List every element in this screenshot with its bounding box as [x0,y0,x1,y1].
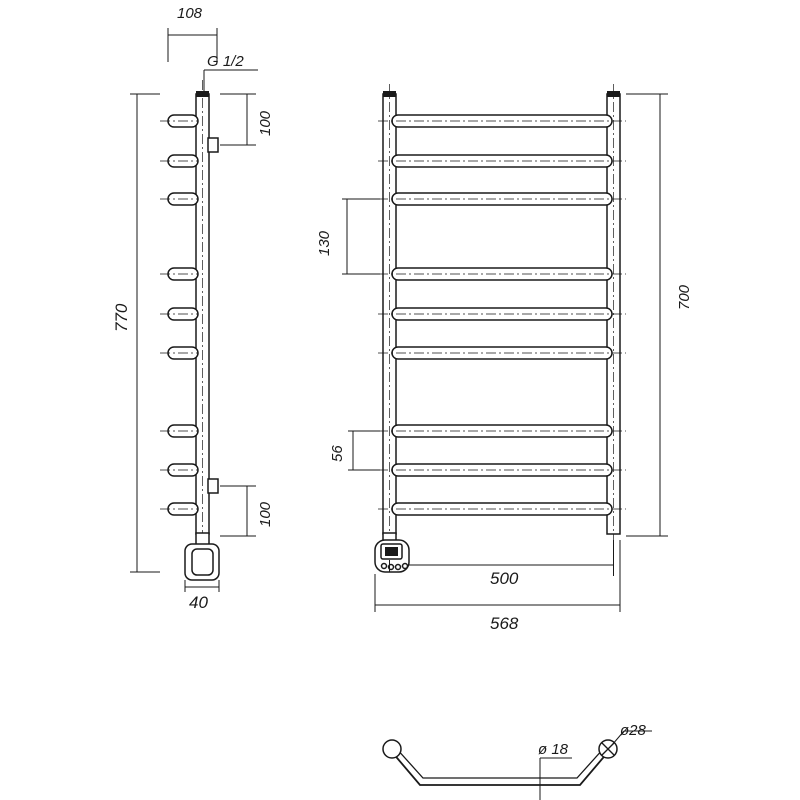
spacing-bottom-label: 56 [329,445,346,462]
top-offset-label: 100 [257,110,274,136]
thread-label: G 1/2 [207,53,244,70]
side-rails [160,114,199,516]
top-view: ø 18 ø28 [382,722,652,800]
side-height-label: 770 [112,303,131,332]
top-left-post [382,739,402,759]
front-height-label: 700 [676,284,693,310]
top-rail-outer [391,751,609,786]
front-view: 130 56 700 500 568 [316,84,693,633]
side-heater-face [191,548,214,576]
bottom-offset-label: 100 [257,501,274,527]
side-view: 108 G 1/2 100 100 770 [112,5,274,612]
side-heater-neck [195,532,210,546]
heater-display-screen [385,547,398,556]
front-rails [378,114,626,516]
side-top-fitting [207,137,219,153]
heater-button [401,562,409,570]
top-rail-inner [395,747,605,779]
center-width-label: 500 [490,569,519,588]
spacing-top-label: 130 [316,230,333,256]
total-width-label: 568 [490,614,519,633]
heater-button [394,563,402,571]
post-diameter-label: ø28 [620,722,647,739]
side-width-label: 108 [177,5,203,22]
heater-button [380,562,388,570]
side-bottom-fitting [207,478,219,494]
tube-diameter-label: ø 18 [538,741,569,758]
side-depth-label: 40 [189,593,208,612]
